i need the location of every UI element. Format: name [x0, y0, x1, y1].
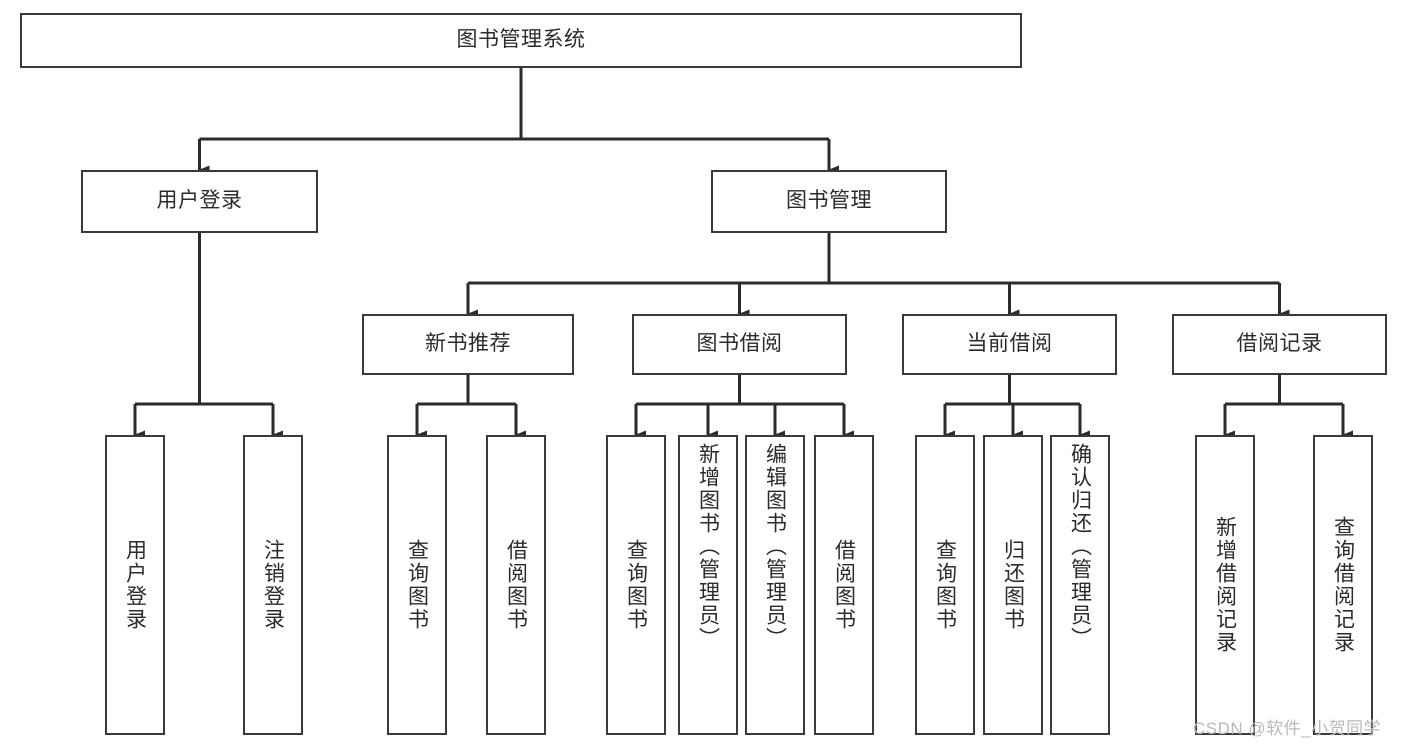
node-leaf-add-book: 新增图书（管理员）: [678, 435, 738, 735]
node-leaf-edit-book: 编辑图书（管理员）: [745, 435, 805, 735]
node-label: 确认归还（管理员）: [1068, 443, 1092, 650]
csdn-watermark: CSDN @软件_小贺同学: [1193, 719, 1382, 738]
node-label: 查询借阅记录: [1331, 516, 1355, 654]
node-book-borrow: 图书借阅: [632, 314, 847, 375]
node-label: 图书管理: [786, 189, 872, 213]
node-label: 图书管理系统: [456, 28, 586, 52]
node-borrow-record: 借阅记录: [1172, 314, 1387, 375]
node-leaf-user-logout: 注销登录: [243, 435, 303, 735]
node-leaf-borrow-book-1: 借阅图书: [486, 435, 546, 735]
node-leaf-add-record: 新增借阅记录: [1195, 435, 1255, 735]
node-label: 新增借阅记录: [1213, 516, 1237, 654]
node-leaf-borrow-book-2: 借阅图书: [814, 435, 874, 735]
node-leaf-query-record: 查询借阅记录: [1313, 435, 1373, 735]
node-label: 图书借阅: [696, 332, 783, 356]
node-label: 用户登录: [123, 539, 147, 631]
node-user-login: 用户登录: [81, 170, 318, 233]
node-label: 用户登录: [156, 189, 243, 213]
node-leaf-confirm-return: 确认归还（管理员）: [1050, 435, 1110, 735]
node-leaf-return-book: 归还图书: [983, 435, 1043, 735]
node-new-book-rec: 新书推荐: [362, 314, 574, 375]
node-label: 当前借阅: [966, 332, 1053, 356]
node-leaf-user-login: 用户登录: [105, 435, 165, 735]
node-label: 编辑图书（管理员）: [763, 443, 787, 650]
node-label: 新书推荐: [425, 332, 511, 356]
node-label: 借阅图书: [504, 539, 528, 631]
node-label: 查询图书: [624, 539, 648, 631]
node-label: 注销登录: [261, 539, 285, 631]
node-label: 查询图书: [933, 539, 957, 631]
node-label: 新增图书（管理员）: [696, 443, 720, 650]
node-leaf-query-book-2: 查询图书: [606, 435, 666, 735]
node-leaf-query-book-1: 查询图书: [387, 435, 447, 735]
node-leaf-query-book-3: 查询图书: [915, 435, 975, 735]
node-label: 查询图书: [405, 539, 429, 631]
node-label: 借阅记录: [1236, 332, 1323, 356]
node-current-borrow: 当前借阅: [902, 314, 1117, 375]
edge-layer: [133, 68, 1353, 440]
node-root: 图书管理系统: [20, 13, 1022, 68]
node-label: 归还图书: [1001, 539, 1025, 631]
node-book-manage: 图书管理: [711, 170, 947, 233]
node-label: 借阅图书: [832, 539, 856, 631]
